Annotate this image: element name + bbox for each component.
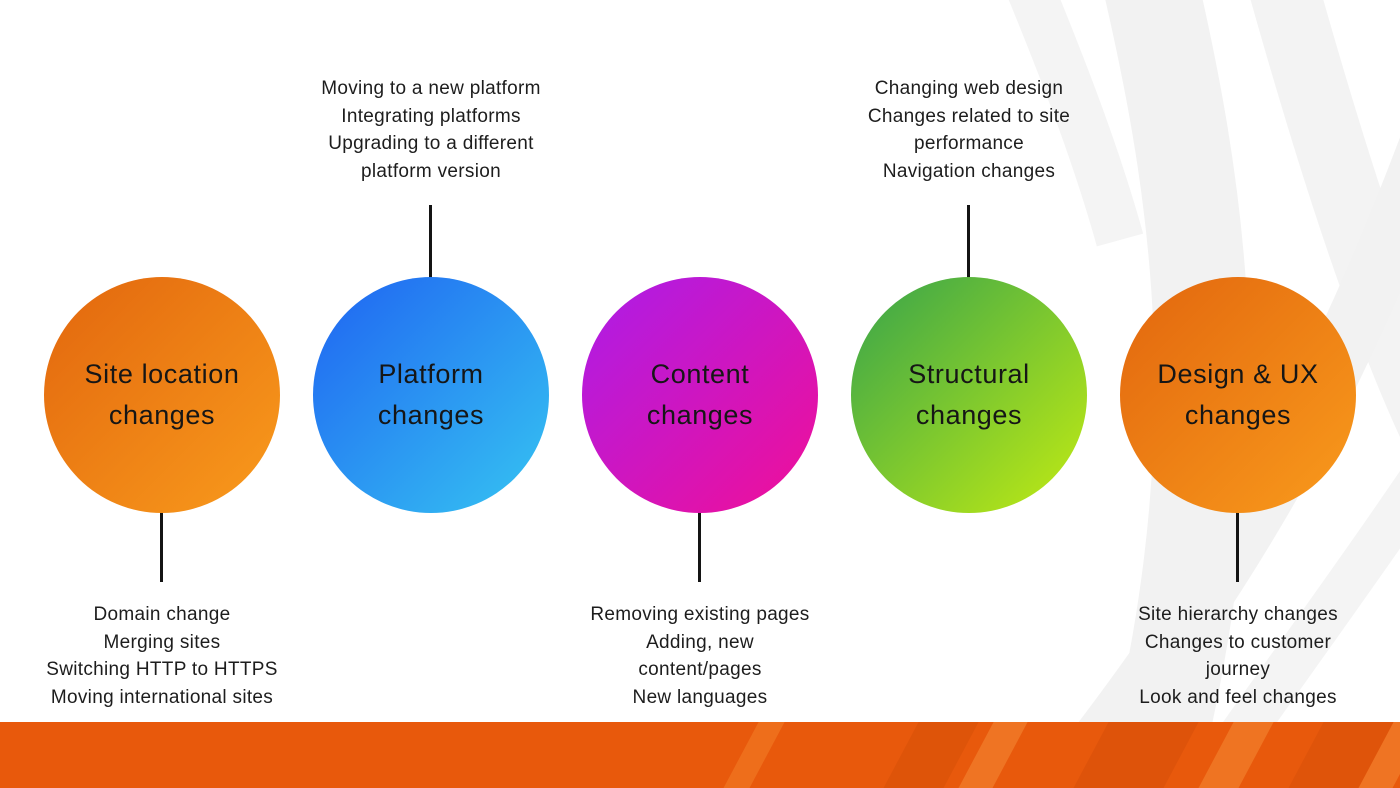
circle-label-line: Platform — [378, 359, 484, 389]
circle-label-line: Structural — [908, 359, 1030, 389]
circle-label-line: Site location — [84, 359, 240, 389]
footer-bar-stripe — [710, 722, 796, 788]
annotation-line: New languages — [632, 686, 768, 708]
footer-bar — [0, 722, 1400, 788]
annotation-line: Changes related to site — [867, 105, 1071, 127]
annotation-line: Look and feel changes — [1139, 686, 1337, 708]
annotation-line: Moving to a new platform — [321, 78, 541, 99]
circle-label-line: changes — [915, 400, 1023, 430]
circle-structural-changes: Structural changes — [851, 277, 1087, 513]
annotation-line: Changes to customer — [1144, 631, 1332, 653]
footer-bar-stripe — [1185, 722, 1285, 788]
annotation-line: Domain change — [93, 604, 231, 625]
annotation-line: Integrating platforms — [341, 105, 521, 127]
circle-design-ux-changes: Design & UX changes — [1120, 277, 1356, 513]
annotation-line: Switching HTTP to HTTPS — [46, 659, 278, 680]
circle-site-location-changes: Site location changes — [44, 277, 280, 513]
annotation-line: platform version — [361, 160, 501, 182]
circle-label-line: changes — [108, 400, 216, 430]
annotation-line: journey — [1205, 659, 1271, 680]
annotation-line: Merging sites — [103, 631, 221, 653]
circle-label-line: Design & UX — [1157, 359, 1319, 389]
annotation-line: Changing web design — [874, 78, 1064, 99]
annotation-line: content/pages — [638, 659, 762, 680]
annotation-line: Site hierarchy changes — [1138, 604, 1338, 625]
connector-line-content-changes — [698, 511, 701, 582]
annotation-line: Adding, new — [646, 631, 754, 653]
annotation-line: Navigation changes — [882, 160, 1056, 182]
connector-line-structural-changes — [967, 205, 970, 278]
circle-label-line: changes — [377, 400, 485, 430]
annotation-line: Upgrading to a different — [328, 133, 534, 154]
annotation-line: Moving international sites — [50, 686, 274, 708]
connector-line-site-location-changes — [160, 511, 163, 582]
connector-line-design-ux-changes — [1236, 511, 1239, 582]
circle-platform-changes: Platform changes — [313, 277, 549, 513]
footer-bar-stripe — [1060, 722, 1210, 788]
circle-content-changes: Content changes — [582, 277, 818, 513]
circle-label-line: changes — [1184, 400, 1292, 430]
circle-label-line: Content — [650, 359, 750, 389]
circle-label-line: changes — [646, 400, 754, 430]
annotation-line: performance — [914, 133, 1024, 154]
annotation-line: Removing existing pages — [590, 604, 810, 625]
connector-line-platform-changes — [429, 205, 432, 278]
